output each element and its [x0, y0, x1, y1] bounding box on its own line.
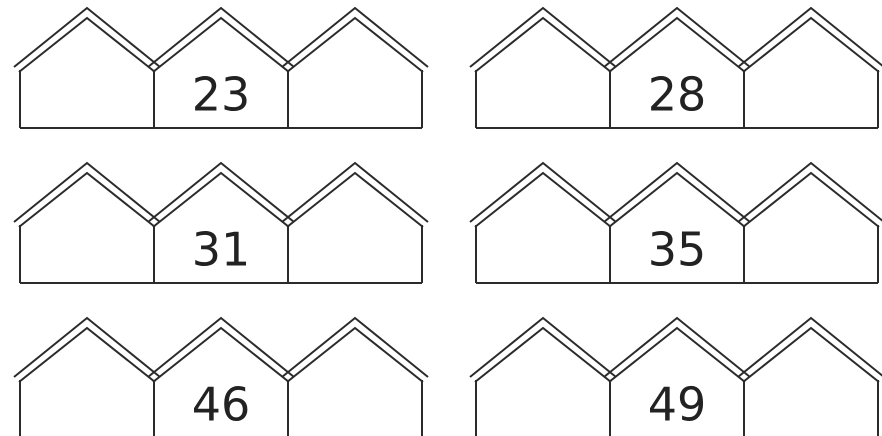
blank-house	[470, 318, 616, 436]
blank-house	[738, 8, 882, 128]
house-number: 35	[648, 223, 707, 277]
roof-inner-line	[287, 173, 423, 227]
numbered-house: 23	[148, 8, 294, 128]
roof-inner-line	[609, 18, 745, 72]
roof-inner-line	[609, 173, 745, 227]
blank-house	[738, 318, 882, 436]
roof-inner-line	[19, 173, 155, 227]
numbered-house: 35	[604, 163, 750, 283]
roof-inner-line	[19, 328, 155, 382]
house-number: 49	[648, 378, 707, 432]
blank-house	[14, 8, 160, 128]
numbered-house: 49	[604, 318, 750, 436]
roof-inner-line	[475, 328, 611, 382]
roof-inner-line	[153, 18, 289, 72]
blank-house	[282, 163, 428, 283]
house-number: 31	[192, 223, 251, 277]
roof-inner-line	[743, 18, 879, 72]
house-number: 28	[648, 68, 707, 122]
roof-inner-line	[609, 328, 745, 382]
house-group-r2-g1: 31	[14, 163, 428, 283]
numbered-house: 28	[604, 8, 750, 128]
numbered-house: 31	[148, 163, 294, 283]
blank-house	[14, 163, 160, 283]
roof-inner-line	[475, 18, 611, 72]
blank-house	[470, 163, 616, 283]
house-number: 46	[192, 378, 251, 432]
blank-house	[282, 318, 428, 436]
roof-inner-line	[153, 173, 289, 227]
house-group-r3-g2: 49	[470, 318, 882, 436]
numbered-house: 46	[148, 318, 294, 436]
house-number: 23	[192, 68, 251, 122]
roof-inner-line	[743, 328, 879, 382]
house-group-r1-g2: 28	[470, 8, 882, 128]
house-group-r2-g2: 35	[470, 163, 882, 283]
house-group-r1-g1: 23	[14, 8, 428, 128]
blank-house	[470, 8, 616, 128]
roof-inner-line	[475, 173, 611, 227]
blank-house	[738, 163, 882, 283]
roof-inner-line	[743, 173, 879, 227]
roof-inner-line	[287, 328, 423, 382]
roof-inner-line	[153, 328, 289, 382]
house-group-r3-g1: 46	[14, 318, 428, 436]
blank-house	[282, 8, 428, 128]
roof-inner-line	[287, 18, 423, 72]
blank-house	[14, 318, 160, 436]
roof-inner-line	[19, 18, 155, 72]
